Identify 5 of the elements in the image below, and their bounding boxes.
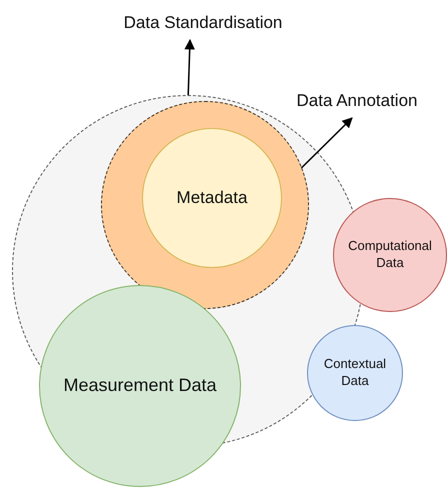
metadata-circle: Metadata (142, 128, 282, 268)
computational-circle: Computational Data (333, 198, 447, 312)
contextual-circle: Contextual Data (307, 325, 403, 421)
process-label: Data Standardisation (95, 10, 311, 36)
process-label: Data Annotation (272, 88, 442, 114)
